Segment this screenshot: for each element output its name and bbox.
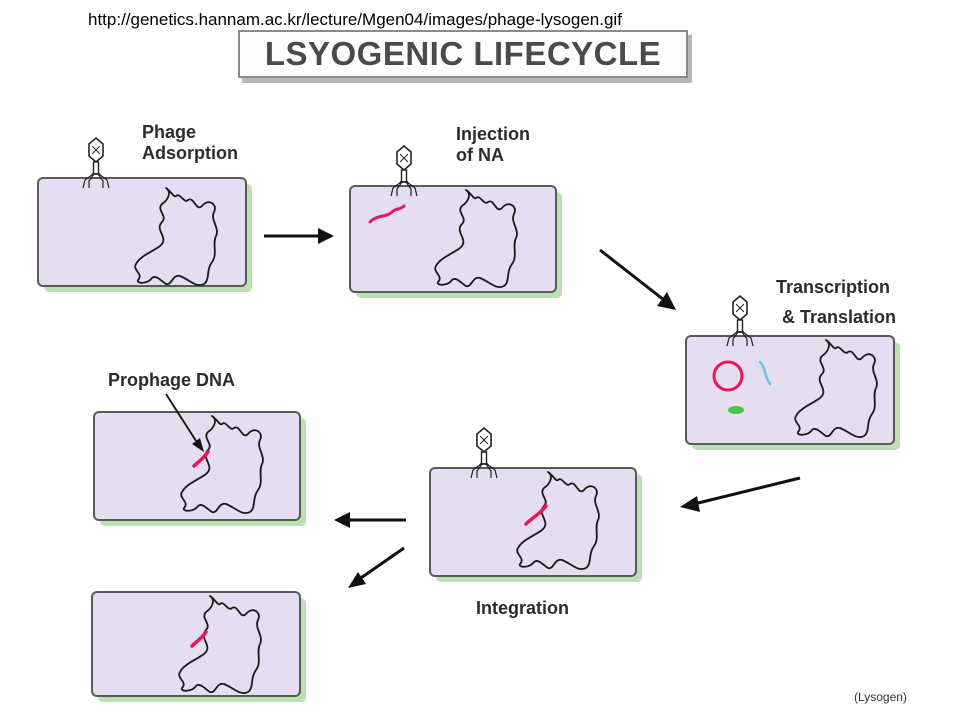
label-injection: Injection of NA	[456, 124, 531, 165]
arrow-integration-to-lysogen	[348, 546, 405, 588]
cell-integration	[429, 467, 642, 582]
mrna-strand	[758, 360, 772, 386]
arrow-adsorption-to-injection	[264, 228, 334, 244]
cell-adsorption	[37, 177, 252, 292]
cell-lysogen	[91, 591, 306, 702]
label-phage-adsorption: Phage Adsorption	[142, 122, 238, 163]
label-integration: Integration	[476, 598, 569, 618]
diagram-title: LSYOGENIC LIFECYCLE	[238, 30, 688, 78]
label-transcription-translation: Transcription & Translation	[776, 277, 897, 327]
prophage-dna-segment	[190, 630, 208, 648]
integrase-protein	[728, 406, 744, 414]
prophage-dna-segment	[192, 450, 210, 468]
arrow-integration-to-prophage	[334, 512, 406, 528]
label-prophage-dna: Prophage DNA	[108, 370, 236, 390]
caption-lysogen: (Lysogen)	[854, 690, 907, 704]
circular-phage-dna	[712, 360, 744, 392]
source-url: http://genetics.hannam.ac.kr/lecture/Mge…	[88, 10, 622, 29]
integrated-phage-dna	[524, 504, 548, 526]
cell-injection	[349, 185, 562, 298]
cell-transcription	[685, 335, 900, 450]
arrow-injection-to-transcription	[599, 248, 676, 310]
prophage-pointer-arrow	[165, 393, 204, 452]
phage-dna-strand	[368, 204, 406, 224]
arrow-transcription-to-integration	[680, 476, 801, 512]
cell-prophage	[93, 411, 306, 526]
